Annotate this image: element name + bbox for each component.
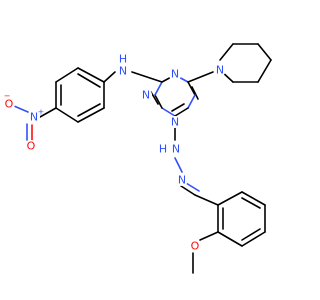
atom-n-ring-1: N: [171, 68, 179, 81]
bond-c4-n4-double: [150, 91, 159, 105]
bond-n-ch-double: [185, 182, 200, 192]
atom-n-piperidine: N: [216, 64, 224, 77]
bond-ph-2: [55, 67, 79, 83]
nitro-charge-minus: −: [4, 92, 11, 101]
bond-triazine-nh: [131, 71, 163, 83]
bond-mp-5: [217, 231, 243, 247]
methoxy-group: [192, 231, 219, 274]
atom-n-ring-2: N: [142, 89, 150, 102]
atom-n-hydrazone-2: N: [178, 174, 186, 187]
bond-c4-n4: [154, 94, 163, 109]
bond-c2-n2: [187, 81, 196, 96]
piperidine-ring: [187, 43, 272, 83]
atom-labels: N N N N N H N H N N + O − O O: [3, 53, 226, 253]
bond-nitro-o1: [13, 105, 29, 113]
atom-n-nitro: N: [30, 111, 38, 124]
bond-ph-4: [55, 107, 79, 123]
bond-mp-2: [241, 191, 266, 206]
bond-ch-aryl: [194, 194, 219, 206]
bond-n2-c3: [187, 94, 196, 109]
molecule-diagram: N N N N N H N H N N + O − O O: [3, 43, 272, 274]
bond-nh-phenyl: [103, 71, 116, 83]
bond-ph-1-double: [77, 73, 101, 88]
atom-n-ring-3: N: [171, 116, 179, 129]
nitrophenyl-ring: [39, 67, 105, 123]
bond-pip-1: [219, 43, 234, 61]
atom-n-amine: N: [119, 65, 127, 78]
bond-ph-5-double: [77, 103, 101, 117]
bond-c3-n3: [174, 107, 189, 117]
bond-pip-3: [257, 43, 272, 61]
bond-aryl-o: [199, 231, 219, 241]
bond-triazine-piperidine: [187, 71, 214, 83]
bond-ph-nitro: [39, 107, 57, 118]
bond-n3-c4: [161, 107, 176, 117]
bond-mp-4-double: [241, 228, 261, 241]
bond-n-ch: [180, 185, 196, 196]
bond-mp-2-double: [241, 197, 261, 209]
bond-n4-c1: [154, 81, 163, 96]
atom-h-hydrazone: H: [159, 143, 167, 156]
atom-h-amine: H: [119, 53, 127, 66]
bond-ph-5: [77, 107, 105, 123]
atom-o-nitro-2: O: [27, 140, 36, 153]
bond-n-n: [174, 157, 183, 173]
hydrazone-chain: [174, 115, 219, 206]
nitro-group: [13, 105, 33, 141]
bond-mp-4: [241, 231, 266, 247]
amine-link: [103, 71, 163, 83]
nitro-charge-plus: +: [38, 108, 45, 117]
bond-pip-4: [257, 59, 272, 83]
structure-svg: N N N N N H N H N N + O − O O: [3, 43, 272, 274]
bond-c3-n3-double: [171, 103, 185, 112]
methoxyphenyl-ring: [217, 191, 266, 247]
bond-mp-1: [217, 191, 243, 206]
atom-n-hydrazone-1: N: [172, 143, 180, 156]
atom-o-methoxy: O: [191, 240, 200, 253]
atom-o-nitro-1: O: [5, 98, 14, 111]
bond-ph-1: [77, 67, 105, 83]
bond-c2-n2-double: [191, 86, 199, 100]
